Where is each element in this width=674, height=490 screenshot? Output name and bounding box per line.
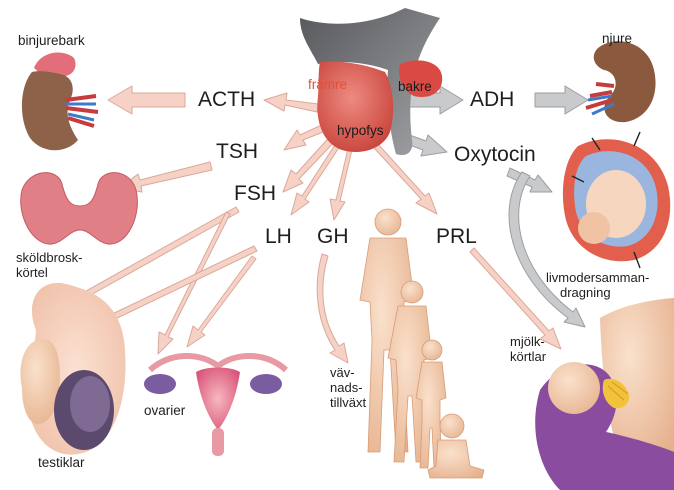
pituitary-gland <box>300 8 443 156</box>
adrenal-kidney-illustration <box>21 52 99 151</box>
label-hypophysis: hypofys <box>337 123 384 138</box>
testis-illustration <box>20 283 126 455</box>
posterior-arrows <box>393 85 589 328</box>
arrow-oxytocin-to-uterus <box>506 167 553 193</box>
label-anterior: främre <box>308 77 348 92</box>
arrow-hypofys-to-acth <box>263 92 319 113</box>
anterior-lobe <box>317 61 394 152</box>
growth-figures-illustration <box>359 208 485 479</box>
label-lh: LH <box>265 225 292 248</box>
label-adh: ADH <box>470 88 515 111</box>
label-tissue-growth: väv- nads- tillväxt <box>330 365 367 411</box>
label-uterus-line2: dragning <box>560 284 611 300</box>
label-ovaries: ovarier <box>144 403 186 418</box>
arrow-lh-to-ovaries <box>186 255 257 348</box>
label-mammary-line1: mjölk- <box>510 334 545 349</box>
label-tsh: TSH <box>216 140 258 163</box>
label-thyroid: sköldbrosk- körtel <box>16 250 83 281</box>
breastfeeding-illustration <box>535 298 674 490</box>
label-adrenal-cortex: binjurebark <box>18 33 85 48</box>
label-testes: testiklar <box>38 455 85 470</box>
posterior-lobe <box>398 60 443 98</box>
label-gh: GH <box>317 225 349 248</box>
arrow-acth-to-adrenal <box>107 85 186 115</box>
kidney-illustration <box>585 41 656 123</box>
arrow-prl-to-mammary <box>469 247 562 350</box>
label-prl: PRL <box>436 225 477 248</box>
arrow-adh-to-kidney <box>534 85 589 115</box>
label-tissue-line3: tillväxt <box>330 394 367 410</box>
uterus-ovaries-illustration <box>144 352 289 456</box>
pregnant-uterus-illustration <box>562 131 671 269</box>
thyroid-illustration <box>20 172 138 245</box>
label-thyroid-line2: körtel <box>16 264 48 280</box>
arrow-hypofys-to-lh <box>290 136 345 216</box>
label-mammary: mjölk- körtlar <box>510 334 547 365</box>
label-tissue-line2: nads- <box>330 379 363 395</box>
label-uterus-contraction: livmodersamman- dragning <box>546 270 650 301</box>
label-posterior: bakre <box>398 79 432 94</box>
label-kidney: njure <box>602 31 633 46</box>
arrow-fsh-to-ovaries <box>157 211 231 355</box>
label-tissue-line1: väv- <box>330 365 355 380</box>
label-uterus-line1: livmodersamman- <box>546 270 650 285</box>
label-thyroid-line1: sköldbrosk- <box>16 250 83 265</box>
label-mammary-line2: körtlar <box>510 348 547 364</box>
anterior-arrows <box>54 85 562 364</box>
arrow-gh-to-tissue <box>316 253 349 364</box>
arrow-oxytocin-to-mammary <box>508 171 586 328</box>
label-acth: ACTH <box>198 88 256 111</box>
label-oxytocin: Oxytocin <box>454 143 536 166</box>
label-fsh: FSH <box>234 182 276 205</box>
brain-stalk <box>300 8 440 156</box>
